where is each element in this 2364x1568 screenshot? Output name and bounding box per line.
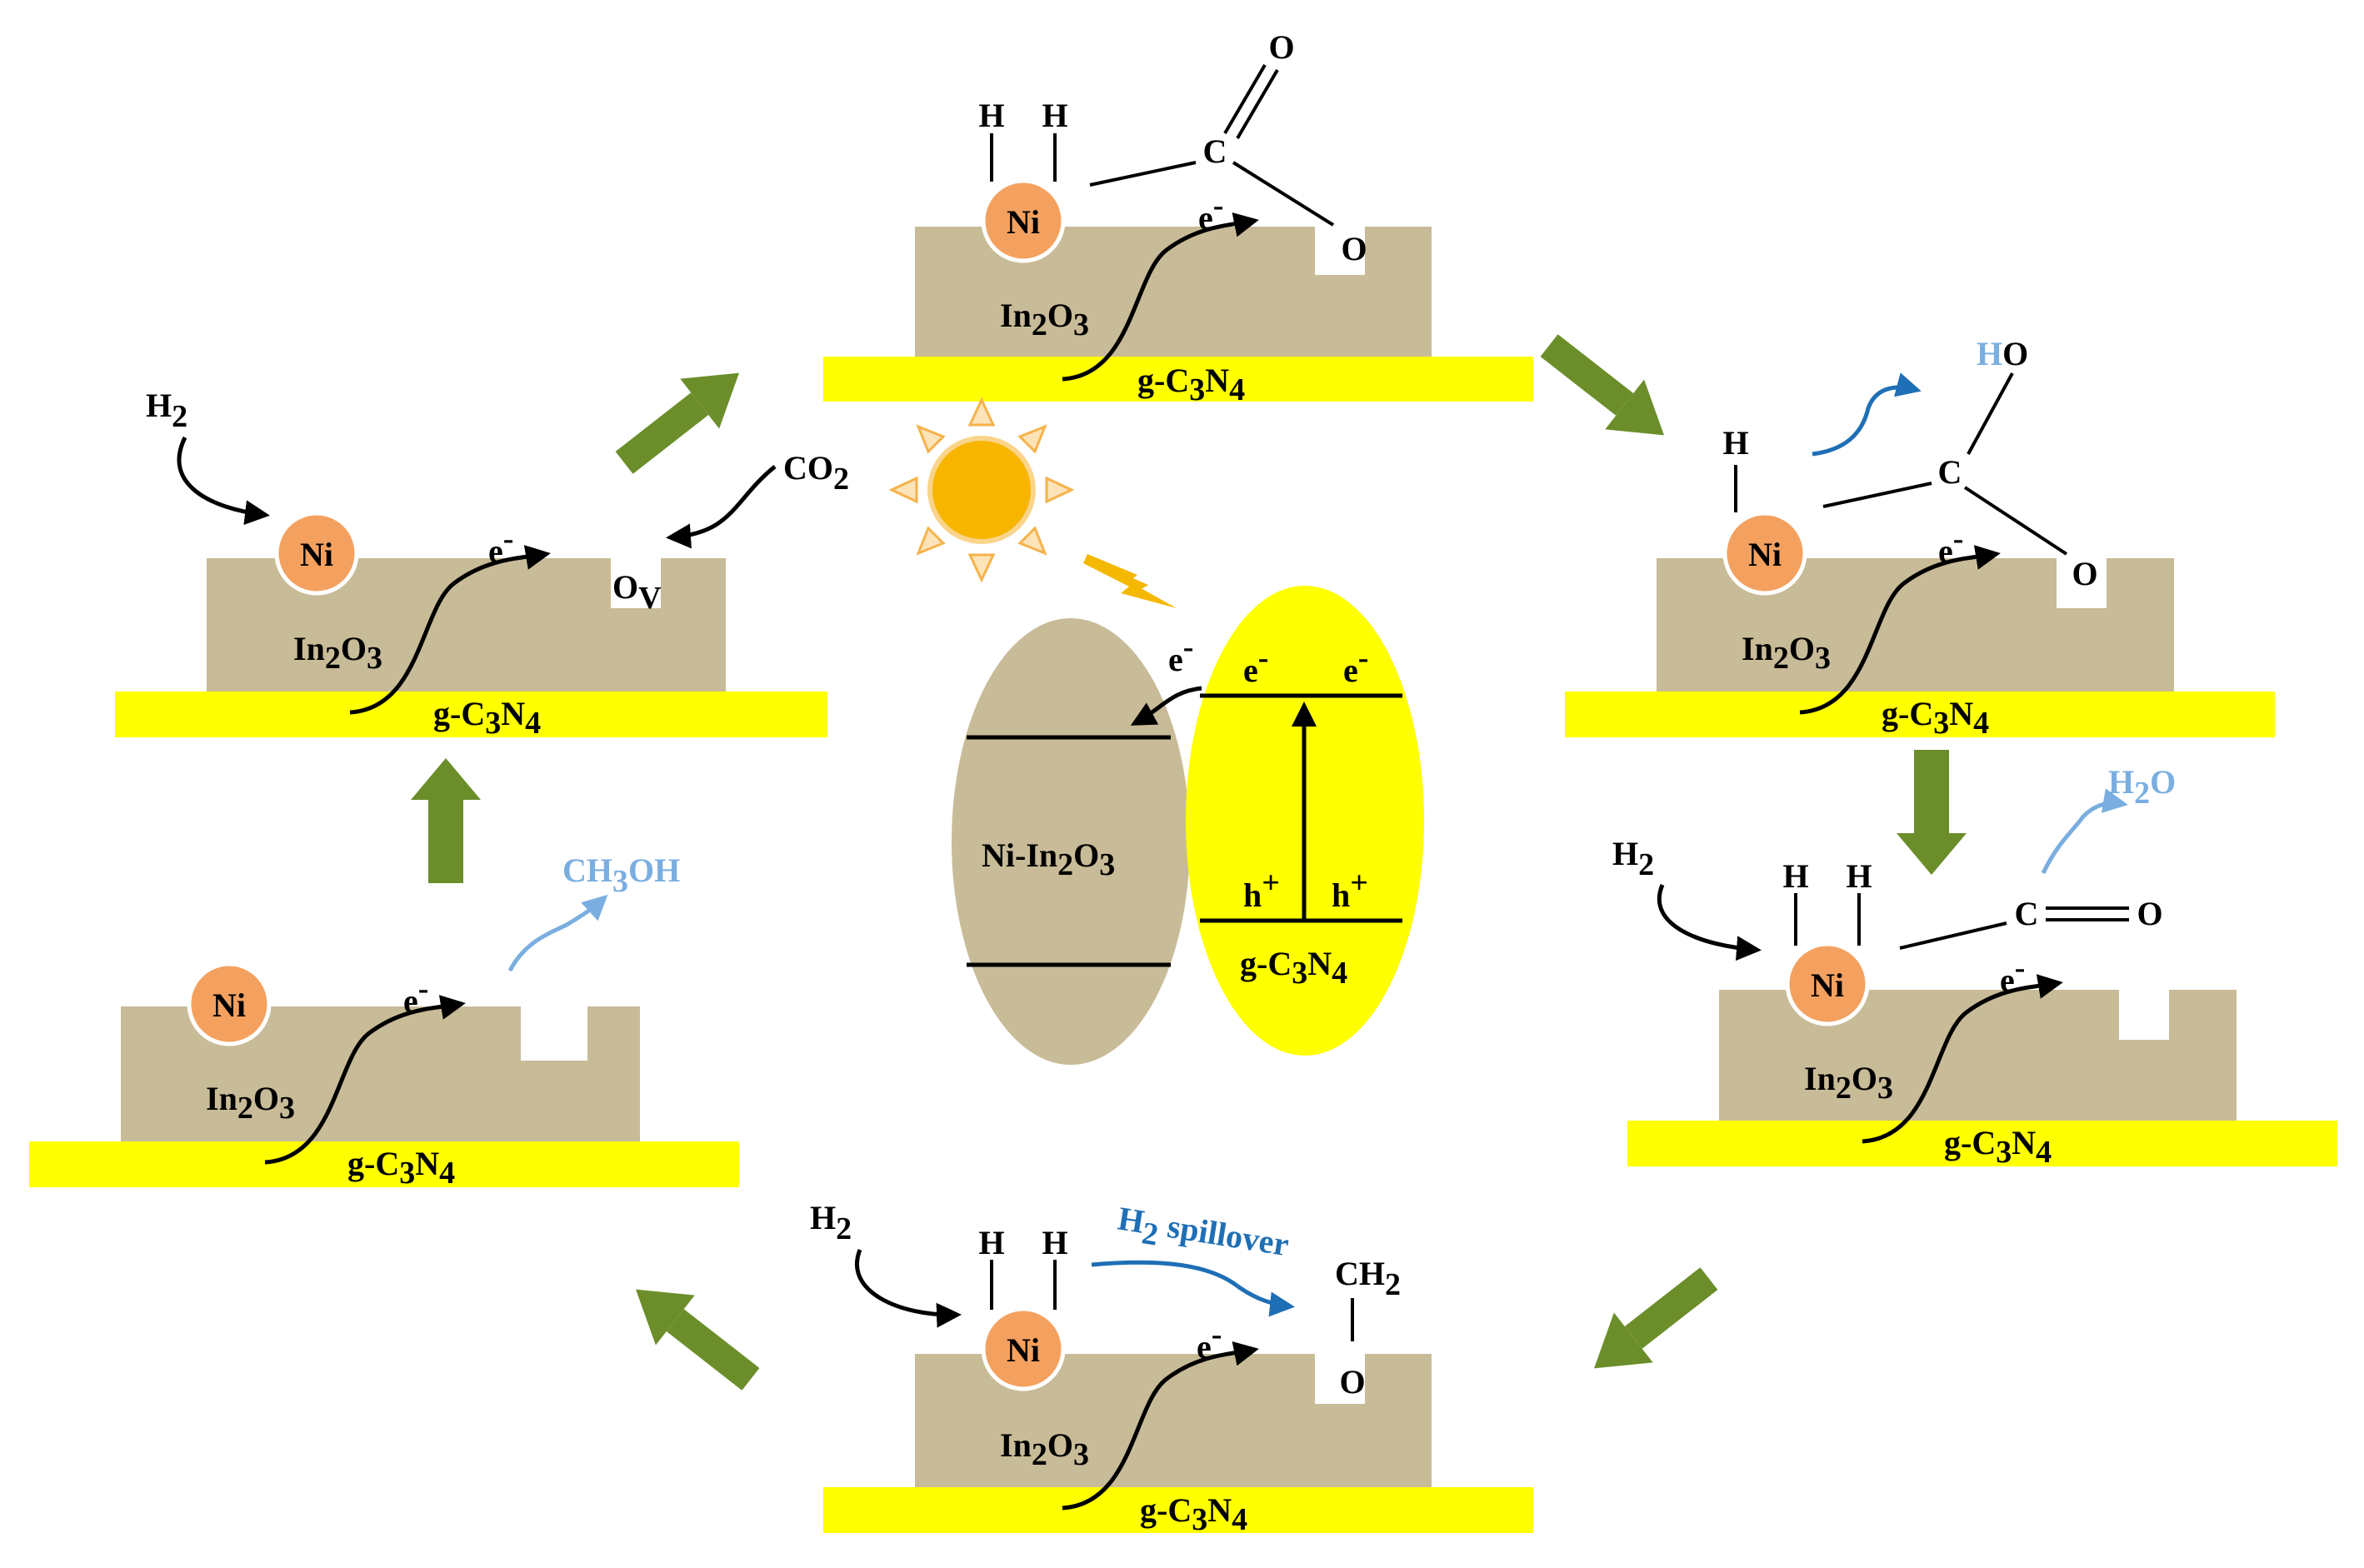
ni-particle (274, 511, 359, 596)
cycle-arrow-6 (411, 758, 481, 883)
svg-text:C: C (1938, 453, 1962, 491)
svg-text:In2O3: In2O3 (293, 630, 382, 676)
svg-text:g-C3N4: g-C3N4 (1137, 362, 1245, 407)
gc3n4-support (1627, 1121, 2337, 1166)
svg-text:H: H (978, 97, 1004, 134)
svg-text:Ni: Ni (1811, 966, 1844, 1004)
in2o3-block (1719, 990, 2237, 1121)
svg-text:e-: e- (1168, 630, 1193, 678)
svg-text:O: O (1339, 1363, 1365, 1401)
ni-particle (1785, 941, 1870, 1026)
svg-text:g-C3N4: g-C3N4 (1944, 1124, 2052, 1170)
gc3n4-support (1565, 692, 2275, 737)
ho-release-arrow (1812, 372, 1922, 457)
panel-bottom: Ni In2O3 g-C3N4 e- H H H2 H2 spillover C… (810, 1199, 1533, 1537)
in2o3-block (121, 1006, 640, 1141)
in2o3-block (1657, 558, 2174, 692)
ni-label: Ni (1007, 203, 1040, 241)
svg-text:H2: H2 (810, 1199, 852, 1246)
svg-text:g-C3N4: g-C3N4 (433, 695, 541, 741)
ni-in2o3-ellipse (952, 618, 1190, 1065)
svg-text:Ni: Ni (300, 536, 333, 573)
svg-text:e-: e- (2000, 951, 2025, 999)
svg-text:e-: e- (488, 522, 513, 570)
cycle-arrow-5 (636, 1289, 760, 1391)
panel-top: Ni In2O3 g-C3N4 e- H H C O O (823, 28, 1533, 407)
svg-text:h+: h+ (1332, 866, 1368, 914)
svg-text:In2O3: In2O3 (1000, 297, 1089, 342)
panel-right-upper: Ni In2O3 g-C3N4 e- H C O HO (1565, 335, 2275, 741)
ni-particle (981, 178, 1066, 263)
in2o3-block (207, 558, 726, 692)
svg-text:HO: HO (1977, 335, 2028, 372)
svg-text:Ni: Ni (1007, 1331, 1040, 1369)
panel-left-upper: Ni In2O3 g-C3N4 e- OV H2 CO2 (115, 387, 849, 741)
cycle-arrow-2 (1540, 334, 1664, 436)
electron-label: e- (1198, 188, 1223, 237)
electron-transfer-center-arrow (1130, 686, 1202, 726)
spillover-arrow (1091, 1260, 1295, 1317)
cycle-arrow-1 (615, 372, 739, 474)
in2o3-block (915, 227, 1432, 357)
methanol-product-label: CH3OH (562, 851, 680, 899)
svg-text:H2: H2 (1612, 835, 1654, 882)
oxygen-vacancy-label: OV (612, 568, 662, 616)
svg-text:H: H (978, 1224, 1004, 1261)
svg-text:C: C (2015, 895, 2039, 932)
gc3n4-support (115, 692, 827, 737)
ni-particle (1722, 511, 1807, 596)
in2o3-block (915, 1354, 1432, 1487)
svg-text:H: H (1782, 857, 1808, 895)
ni-particle (981, 1306, 1066, 1391)
svg-text:H: H (1722, 424, 1748, 462)
svg-text:e-: e- (1243, 641, 1268, 689)
svg-text:e-: e- (1343, 641, 1368, 689)
svg-text:H: H (1042, 97, 1067, 134)
svg-text:H: H (1042, 1224, 1067, 1261)
electron-transfer-arrow (1062, 212, 1259, 382)
svg-text:CO2: CO2 (783, 449, 849, 497)
band-diagram: e- e- e- h+ h+ Ni-In2O3 g-C3N4 (952, 586, 1424, 1065)
gc3n4-support (823, 1487, 1533, 1533)
cycle-arrows (411, 334, 1967, 1391)
svg-text:Ni: Ni (212, 986, 246, 1024)
svg-text:In2O3: In2O3 (1742, 630, 1831, 676)
methanol-release-arrow (507, 894, 608, 972)
svg-text:O: O (1268, 28, 1294, 66)
svg-text:e-: e- (1197, 1317, 1222, 1366)
cycle-arrow-3 (1897, 750, 1967, 875)
svg-text:H: H (1846, 857, 1872, 895)
svg-text:In2O3: In2O3 (206, 1080, 295, 1126)
svg-text:H2O: H2O (2108, 763, 2176, 811)
ni-particle (187, 961, 272, 1046)
ni-in2o3-label: Ni-In2O3 (982, 836, 1115, 882)
panel-right-lower: Ni In2O3 g-C3N4 e- H H H2 C O H2O (1612, 763, 2337, 1170)
svg-text:e-: e- (403, 971, 428, 1020)
panel-left-lower: Ni In2O3 g-C3N4 e- CH3OH (29, 851, 739, 1191)
svg-text:Ni: Ni (1748, 536, 1782, 573)
sun-icon (888, 397, 1075, 583)
h2o-release-arrow (2041, 788, 2128, 875)
svg-text:g-C3N4: g-C3N4 (1140, 1491, 1247, 1537)
svg-text:O: O (2072, 555, 2097, 592)
svg-text:g-C3N4: g-C3N4 (1882, 695, 1989, 741)
svg-text:O: O (2137, 895, 2162, 932)
gc3n4-center-label: g-C3N4 (1240, 945, 1347, 991)
gc3n4-support (823, 357, 1533, 402)
svg-text:C: C (1203, 132, 1227, 170)
svg-text:CH2: CH2 (1335, 1255, 1401, 1302)
svg-text:O: O (1341, 230, 1367, 267)
gc3n4-support (29, 1141, 739, 1187)
svg-text:h+: h+ (1243, 866, 1280, 914)
svg-text:H2: H2 (146, 387, 187, 434)
svg-text:g-C3N4: g-C3N4 (347, 1145, 455, 1191)
svg-text:e-: e- (1938, 522, 1963, 570)
cycle-arrow-4 (1594, 1267, 1718, 1369)
svg-text:In2O3: In2O3 (1804, 1060, 1893, 1106)
svg-text:In2O3: In2O3 (1000, 1426, 1089, 1472)
